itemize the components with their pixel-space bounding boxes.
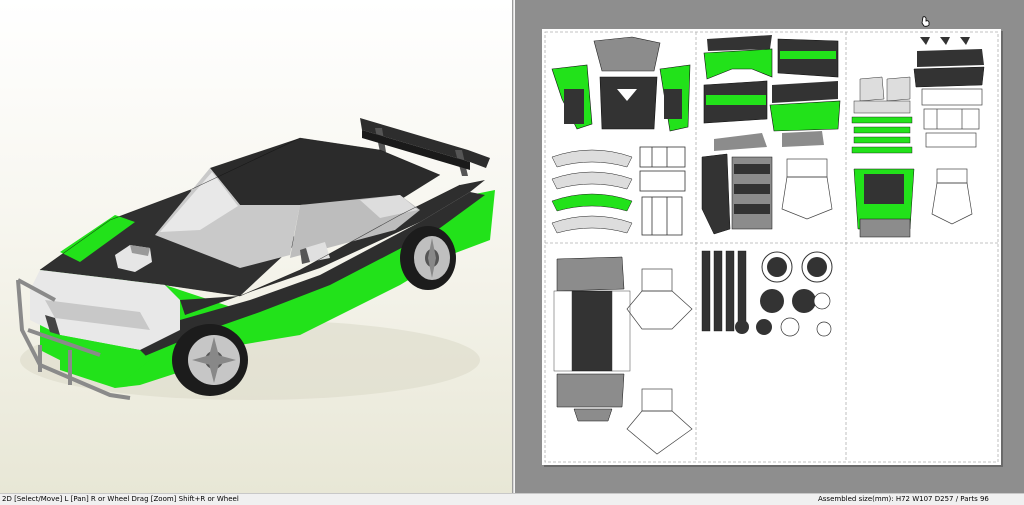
rear-spoiler: [360, 118, 490, 176]
2d-unfold-viewport[interactable]: [515, 0, 1024, 493]
page-5-parts: [701, 250, 833, 337]
unfolded-parts: [544, 31, 999, 463]
status-bar: 2D [Select/Move] L [Pan] R or Wheel Drag…: [0, 493, 1024, 505]
hand-cursor-icon: [921, 16, 930, 27]
car-3d-model: [16, 118, 495, 400]
status-assembled-info: Assembled size(mm): H72 W107 D257 / Part…: [818, 495, 989, 503]
rear-wheel: [400, 226, 456, 290]
front-wheel: [172, 324, 248, 396]
page-4-parts: [553, 256, 693, 455]
page-1-parts: [551, 36, 691, 236]
3d-model-viewport[interactable]: [0, 0, 512, 493]
paper-sheet: [542, 29, 1001, 465]
front-bull-bar: [16, 278, 131, 400]
viewport-splitter[interactable]: [512, 0, 515, 493]
page-grid: [544, 31, 999, 463]
page-3-parts: [851, 37, 985, 238]
status-hint: 2D [Select/Move] L [Pan] R or Wheel Drag…: [2, 495, 239, 503]
car-body: [30, 138, 495, 388]
page-2-parts: [701, 35, 841, 235]
